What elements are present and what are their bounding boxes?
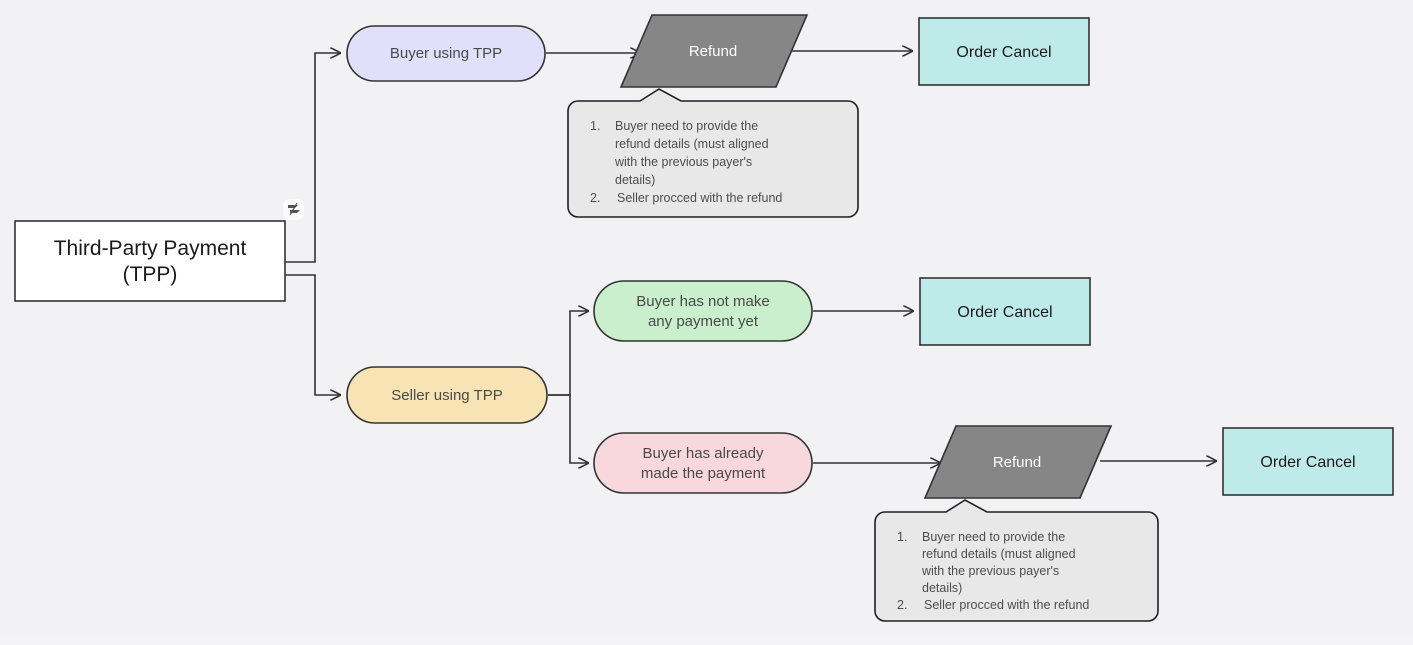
node-buyer-no-payment-label-line1: Buyer has not make bbox=[636, 293, 769, 310]
note-bottom: 1. Buyer need to provide the refund deta… bbox=[874, 499, 1159, 622]
node-refund-top-label: Refund bbox=[689, 43, 737, 60]
node-order-cancel-3[interactable]: Order Cancel bbox=[1222, 427, 1394, 496]
note-bottom-item-1-line-3: with the previous payer's bbox=[921, 564, 1059, 578]
node-order-cancel-3-label: Order Cancel bbox=[1260, 454, 1355, 471]
note-bottom-item-2-line-1: Seller procced with the refund bbox=[924, 598, 1089, 612]
note-top-item-2-line-1: Seller procced with the refund bbox=[617, 191, 782, 205]
note-top-item-2-num: 2. bbox=[590, 191, 600, 205]
node-seller-using-tpp-label: Seller using TPP bbox=[391, 387, 502, 404]
node-buyer-no-payment-label-line2: any payment yet bbox=[648, 313, 759, 330]
note-bottom-item-1-line-1: Buyer need to provide the bbox=[922, 530, 1065, 544]
note-bottom-item-1-line-4: details) bbox=[922, 581, 962, 595]
node-root[interactable]: Third-Party Payment (TPP) bbox=[14, 220, 286, 302]
edge-root-to-seller bbox=[285, 274, 340, 395]
node-buyer-already-paid-label-line1: Buyer has already bbox=[643, 445, 764, 462]
node-refund-bottom[interactable]: Refund bbox=[923, 425, 1113, 499]
edge-seller-to-already-paid bbox=[548, 394, 588, 463]
node-seller-using-tpp[interactable]: Seller using TPP bbox=[346, 366, 548, 424]
node-buyer-already-paid[interactable]: Buyer has already made the payment bbox=[593, 432, 813, 494]
note-bottom-item-2-num: 2. bbox=[897, 598, 907, 612]
node-order-cancel-2[interactable]: Order Cancel bbox=[919, 277, 1091, 346]
node-buyer-using-tpp-label: Buyer using TPP bbox=[390, 45, 502, 62]
node-root-label-line2: (TPP) bbox=[123, 263, 178, 286]
node-refund-top[interactable]: Refund bbox=[619, 14, 809, 88]
note-top: 1. Buyer need to provide the refund deta… bbox=[567, 88, 859, 218]
flow-badge[interactable] bbox=[283, 199, 304, 220]
node-buyer-using-tpp[interactable]: Buyer using TPP bbox=[346, 25, 546, 82]
note-top-item-1-line-2: refund details (must aligned bbox=[615, 137, 769, 151]
note-top-item-1-line-3: with the previous payer's bbox=[614, 155, 752, 169]
edge-root-to-buyer bbox=[285, 53, 340, 263]
note-top-item-1-num: 1. bbox=[590, 119, 600, 133]
node-buyer-no-payment[interactable]: Buyer has not make any payment yet bbox=[593, 280, 813, 342]
note-bottom-item-1-num: 1. bbox=[897, 530, 907, 544]
edge-seller-to-no-payment bbox=[548, 311, 588, 396]
node-refund-bottom-label: Refund bbox=[993, 454, 1041, 471]
node-root-label-line1: Third-Party Payment bbox=[54, 237, 247, 260]
node-order-cancel-1[interactable]: Order Cancel bbox=[918, 17, 1090, 86]
note-top-item-1-line-1: Buyer need to provide the bbox=[615, 119, 758, 133]
note-bottom-item-1-line-2: refund details (must aligned bbox=[922, 547, 1076, 561]
node-order-cancel-1-label: Order Cancel bbox=[956, 44, 1051, 61]
node-order-cancel-2-label: Order Cancel bbox=[957, 304, 1052, 321]
node-buyer-already-paid-label-line2: made the payment bbox=[641, 465, 766, 482]
note-top-item-1-line-4: details) bbox=[615, 173, 655, 187]
canvas-bottom-strip bbox=[0, 637, 1413, 645]
